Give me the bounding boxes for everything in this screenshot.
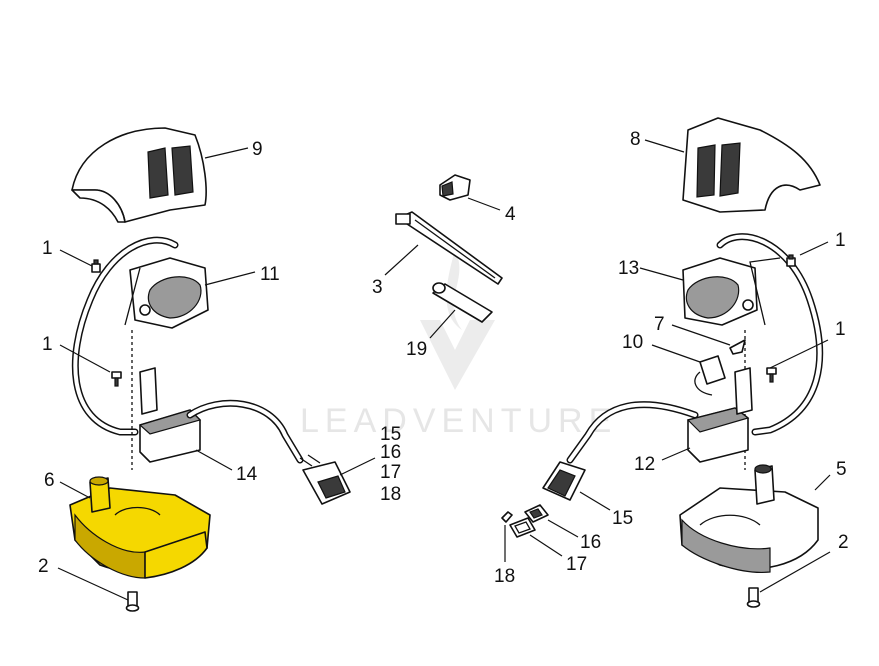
watermark-text: LEADVENTURE [300, 402, 617, 440]
part-11-switch[interactable] [124, 257, 209, 329]
part-7-clip[interactable] [729, 339, 746, 355]
part-10-plug[interactable] [694, 355, 726, 396]
callout-16-a: 16 [380, 442, 401, 463]
callout-2-b: 2 [838, 532, 849, 553]
part-8-upper-cover[interactable] [682, 117, 821, 213]
callout-4: 4 [505, 204, 516, 225]
callout-8: 8 [630, 129, 641, 150]
callout-labels: 9 11 1 1 14 6 2 15 16 17 18 4 3 19 8 13 … [38, 129, 849, 587]
part-2-screw-a[interactable] [125, 591, 140, 612]
left-assembly [69, 127, 351, 612]
part-13-switch[interactable] [682, 257, 781, 326]
part-19-tube[interactable] [432, 282, 493, 323]
callout-3: 3 [372, 277, 383, 298]
callout-10: 10 [622, 332, 643, 353]
watermark-logo-icon [420, 320, 495, 390]
callout-11: 11 [260, 264, 280, 285]
callout-1-a: 1 [42, 238, 53, 259]
leader-lines [57, 139, 831, 601]
part-16-seal-right[interactable] [524, 504, 549, 523]
callout-9: 9 [252, 139, 263, 160]
left-connector-15-18[interactable] [299, 454, 351, 505]
part-6-lower-housing-highlighted[interactable] [69, 476, 211, 579]
middle-parts [395, 174, 503, 323]
callout-1-c: 1 [835, 230, 846, 251]
callout-15-b: 15 [612, 508, 633, 529]
callout-12: 12 [634, 454, 655, 475]
callout-1-b: 1 [42, 334, 53, 355]
part-5-lower-housing[interactable] [679, 464, 819, 573]
part-12-module[interactable] [686, 367, 753, 463]
part-14-switch-module[interactable] [138, 367, 202, 463]
callout-17-b: 17 [566, 554, 587, 575]
callout-5: 5 [836, 459, 847, 480]
part-1-screw-a[interactable] [91, 259, 101, 273]
part-3-cable-tie[interactable] [395, 211, 503, 285]
callout-14: 14 [236, 464, 258, 485]
callout-13: 13 [618, 258, 639, 279]
watermark: LEADVENTURE [300, 250, 617, 440]
part-1-screw-c[interactable] [786, 254, 796, 267]
callout-18-a: 18 [380, 484, 401, 505]
part-9-upper-cover[interactable] [71, 127, 207, 223]
callout-1-d: 1 [835, 319, 846, 340]
right-assembly [501, 117, 824, 608]
callout-15-a: 15 [380, 424, 401, 445]
part-4-clip[interactable] [439, 174, 471, 201]
callout-6: 6 [44, 470, 55, 491]
callout-16-b: 16 [580, 532, 601, 553]
callout-17-a: 17 [380, 462, 401, 483]
part-18-pin-right[interactable] [501, 511, 513, 523]
part-17-gasket-right[interactable] [509, 517, 536, 538]
part-1-screw-d[interactable] [766, 367, 777, 383]
part-1-screw-b[interactable] [111, 371, 122, 387]
callout-18-b: 18 [494, 566, 515, 587]
callout-19: 19 [406, 339, 427, 360]
callout-2-a: 2 [38, 556, 49, 577]
part-15-connector-right[interactable] [542, 461, 586, 501]
part-2-screw-b[interactable] [746, 587, 761, 608]
callout-7: 7 [654, 314, 665, 335]
